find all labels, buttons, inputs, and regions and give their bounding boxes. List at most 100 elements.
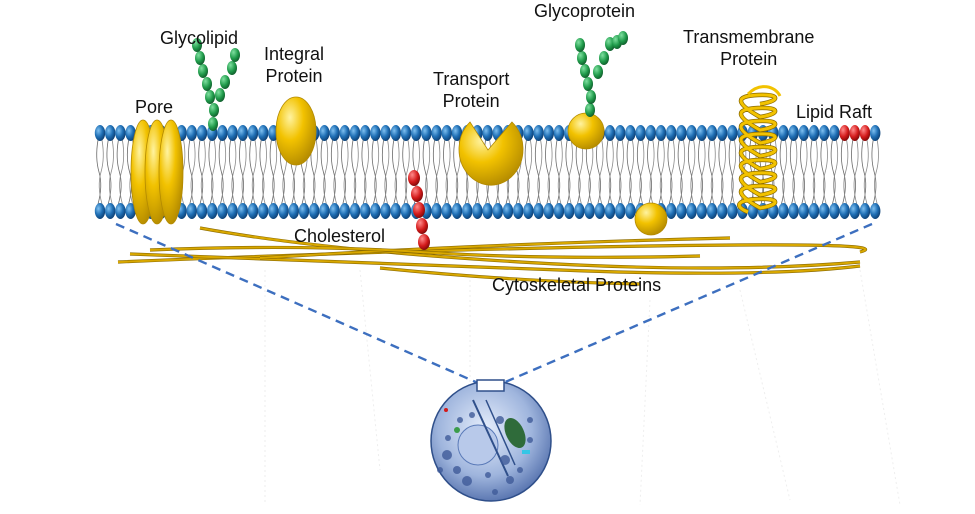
phospholipid-head xyxy=(676,125,687,141)
phospholipid-head xyxy=(400,125,412,141)
cell-vesicle xyxy=(506,476,514,484)
cell-vesicle xyxy=(442,450,452,460)
phospholipid-head xyxy=(676,203,687,219)
phospholipid-head xyxy=(186,203,197,219)
phospholipid-head xyxy=(339,125,350,141)
glycolipid-sugar xyxy=(195,51,205,65)
phospholipid-head xyxy=(625,203,636,219)
lipid-tail xyxy=(608,139,614,205)
cell-vesicle xyxy=(500,455,510,465)
lipid-tail xyxy=(659,139,665,205)
phospholipid-head xyxy=(105,203,116,219)
phospholipid-head xyxy=(441,125,452,141)
phospholipid-head xyxy=(258,125,269,141)
phospholipid-head xyxy=(431,203,442,219)
phospholipid-head xyxy=(543,125,554,141)
phospholipid-head xyxy=(686,203,697,219)
phospholipid-head xyxy=(217,125,228,141)
lipid-tail xyxy=(853,139,859,205)
integral-protein xyxy=(275,96,317,166)
phospholipid-head xyxy=(808,203,820,219)
lipid-tail xyxy=(874,139,879,205)
phospholipid-head xyxy=(380,203,391,219)
phospholipid-head xyxy=(237,203,248,219)
lipid-tail xyxy=(404,139,410,205)
phospholipid-head xyxy=(319,125,330,141)
lipid-tail xyxy=(629,139,635,205)
phospholipid-head xyxy=(523,125,534,141)
cytoskeletal-fiber xyxy=(199,227,861,269)
phospholipid-head xyxy=(819,125,830,141)
background-line xyxy=(859,269,901,506)
phospholipid-head xyxy=(441,203,452,219)
phospholipid-head xyxy=(329,125,340,141)
phospholipid-head xyxy=(227,125,238,141)
lipid-tail xyxy=(98,139,104,205)
label-glycolipid: Glycolipid xyxy=(160,28,239,48)
phospholipid-head xyxy=(268,203,279,219)
phospholipid-head xyxy=(666,203,677,219)
phospholipid-head xyxy=(390,125,401,141)
phospholipid-head xyxy=(258,203,269,219)
phospholipid-head xyxy=(615,203,626,219)
phospholipid-head xyxy=(594,203,605,219)
phospholipid-head xyxy=(625,125,636,141)
lipid-tail xyxy=(221,139,227,205)
phospholipid-head xyxy=(635,125,646,141)
lipid-raft-head xyxy=(839,125,850,141)
phospholipid-head xyxy=(411,125,422,141)
lipid-tail xyxy=(823,139,828,205)
phospholipid-head xyxy=(115,203,126,219)
cell-marker xyxy=(522,450,530,454)
glycolipid-sugar xyxy=(230,48,240,62)
lipid-tail xyxy=(710,139,716,205)
lipid-tail xyxy=(353,139,359,205)
phospholipid-head xyxy=(553,203,565,219)
phospholipid-head xyxy=(492,203,503,219)
glycolipid-sugar xyxy=(192,38,202,52)
phospholipid-head xyxy=(349,203,361,219)
label-pore: Pore xyxy=(135,97,174,117)
phospholipid-head xyxy=(237,125,248,141)
lipid-tail xyxy=(833,139,839,205)
lipid-tail xyxy=(190,139,196,205)
phospholipid-head xyxy=(472,203,483,219)
phospholipid-head xyxy=(370,203,381,219)
lipid-tail xyxy=(119,139,125,205)
cell-dot xyxy=(454,427,460,433)
phospholipid-head xyxy=(329,203,340,219)
lipid-tail xyxy=(568,139,573,205)
zoom-line-left xyxy=(115,222,479,385)
cholesterol-segment xyxy=(416,218,428,234)
lipid-tail xyxy=(384,139,390,205)
phospholipid-head xyxy=(390,203,401,219)
lipid-tail xyxy=(333,139,339,205)
cytoskeletal-fiber xyxy=(379,267,641,285)
phospholipid-head xyxy=(227,203,238,219)
phospholipid-head xyxy=(247,125,259,141)
phospholipid-head xyxy=(778,125,789,141)
cell-vesicle xyxy=(469,412,475,418)
phospholipid-head xyxy=(451,125,463,141)
phospholipid-head xyxy=(360,203,371,219)
lipid-tail xyxy=(619,139,624,205)
lipid-tail xyxy=(802,139,808,205)
phospholipid-head xyxy=(125,203,136,219)
lipid-tail xyxy=(211,139,216,205)
lipid-tail xyxy=(588,139,594,205)
phospholipid-head xyxy=(370,125,381,141)
cell-dot xyxy=(444,408,448,412)
phospholipid-head xyxy=(217,203,228,219)
background-line xyxy=(739,289,791,501)
glycolipid-sugar xyxy=(220,75,230,89)
lipid-raft-head xyxy=(859,125,871,141)
lipid-tail xyxy=(109,139,114,205)
label-cytoskeletal-proteins: Cytoskeletal Proteins xyxy=(492,275,662,295)
glycoprotein-sugar xyxy=(618,31,628,45)
phospholipid-head xyxy=(105,125,116,141)
phospholipid-head xyxy=(125,125,136,141)
